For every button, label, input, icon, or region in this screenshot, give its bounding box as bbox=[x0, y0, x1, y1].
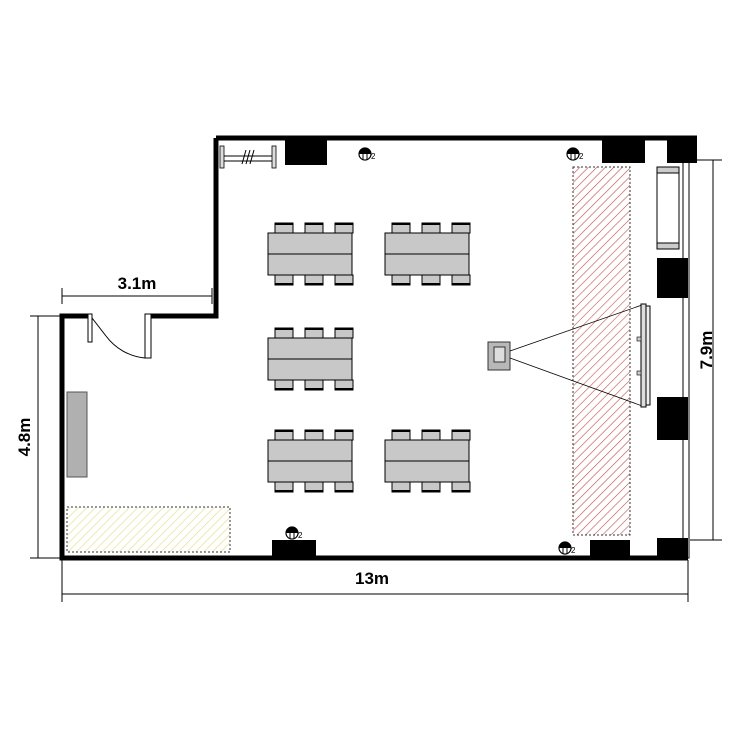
chair bbox=[304, 481, 324, 493]
columns bbox=[272, 138, 697, 558]
chair bbox=[421, 429, 441, 441]
table-group bbox=[384, 222, 471, 286]
chair bbox=[451, 222, 471, 234]
chair bbox=[451, 429, 471, 441]
chair bbox=[334, 379, 354, 391]
chair bbox=[334, 327, 354, 339]
table-group bbox=[267, 327, 354, 391]
chair bbox=[334, 481, 354, 493]
table-group bbox=[384, 429, 471, 493]
chair bbox=[391, 429, 411, 441]
outlet-count: 2 bbox=[579, 152, 584, 161]
chair bbox=[274, 274, 294, 286]
floor-outlet-icon: 2 bbox=[566, 147, 584, 161]
stage-area bbox=[572, 166, 631, 536]
chair bbox=[334, 274, 354, 286]
entrance-door bbox=[87, 313, 152, 359]
chair bbox=[304, 327, 324, 339]
chair bbox=[304, 222, 324, 234]
total-width-label: 13m bbox=[355, 569, 389, 588]
chair bbox=[334, 222, 354, 234]
storage-area bbox=[66, 506, 231, 553]
table-group bbox=[267, 429, 354, 493]
window-vent bbox=[219, 145, 277, 169]
chair bbox=[274, 379, 294, 391]
chair bbox=[391, 274, 411, 286]
cabinet bbox=[66, 391, 88, 478]
floor-outlet-icon: 2 bbox=[558, 541, 576, 555]
annex-depth-label: 4.8m bbox=[15, 418, 34, 457]
chair bbox=[451, 274, 471, 286]
chair bbox=[304, 379, 324, 391]
outlet-count: 2 bbox=[571, 546, 576, 555]
chair bbox=[274, 222, 294, 234]
chair bbox=[274, 429, 294, 441]
chair bbox=[451, 481, 471, 493]
projector bbox=[487, 341, 511, 371]
chair bbox=[304, 274, 324, 286]
annex-width-label: 3.1m bbox=[118, 274, 157, 293]
floor-outlet-icon: 2 bbox=[358, 147, 376, 161]
room-depth-label: 7.9m bbox=[697, 331, 716, 370]
chair bbox=[421, 274, 441, 286]
dimension-lines bbox=[30, 159, 722, 602]
outlets: 2 2 2 2 bbox=[285, 147, 584, 555]
chair bbox=[421, 222, 441, 234]
projection-screen bbox=[636, 303, 651, 408]
window-bench bbox=[656, 166, 680, 250]
chair bbox=[274, 327, 294, 339]
outlet-count: 2 bbox=[298, 531, 303, 540]
projection-beam bbox=[509, 303, 646, 408]
chair bbox=[304, 429, 324, 441]
chair bbox=[334, 429, 354, 441]
table-group bbox=[267, 222, 354, 286]
chair bbox=[421, 481, 441, 493]
table-groups bbox=[267, 222, 471, 493]
chair bbox=[274, 481, 294, 493]
outlet-count: 2 bbox=[371, 152, 376, 161]
chair bbox=[391, 222, 411, 234]
chair bbox=[391, 481, 411, 493]
floor-outlet-icon: 2 bbox=[285, 526, 303, 540]
